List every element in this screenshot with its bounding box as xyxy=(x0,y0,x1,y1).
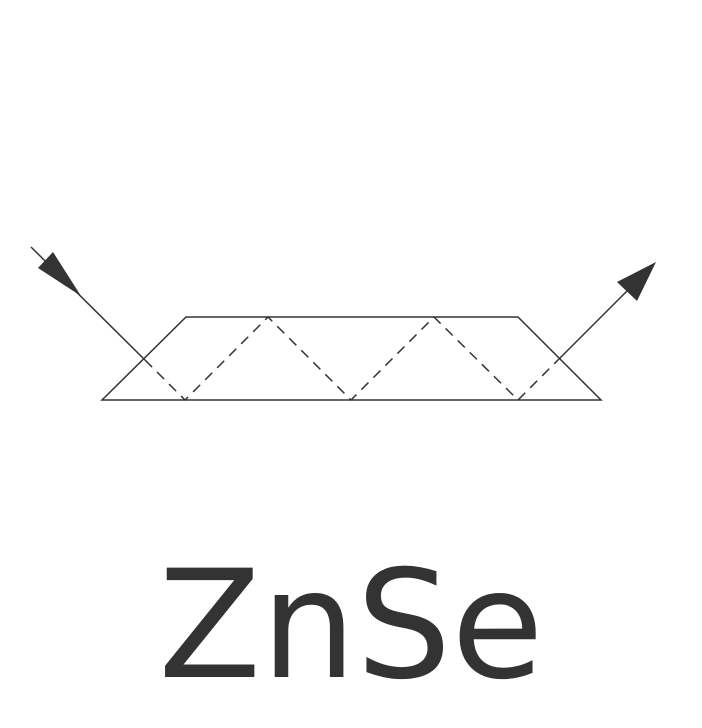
exiting-beam xyxy=(558,287,631,360)
incident-arrowhead-icon xyxy=(38,252,81,296)
internal-reflection-path xyxy=(144,315,560,402)
material-label: ZnSe xyxy=(158,539,543,713)
crystal-outline xyxy=(100,316,603,401)
exiting-arrowhead-icon xyxy=(617,262,656,301)
